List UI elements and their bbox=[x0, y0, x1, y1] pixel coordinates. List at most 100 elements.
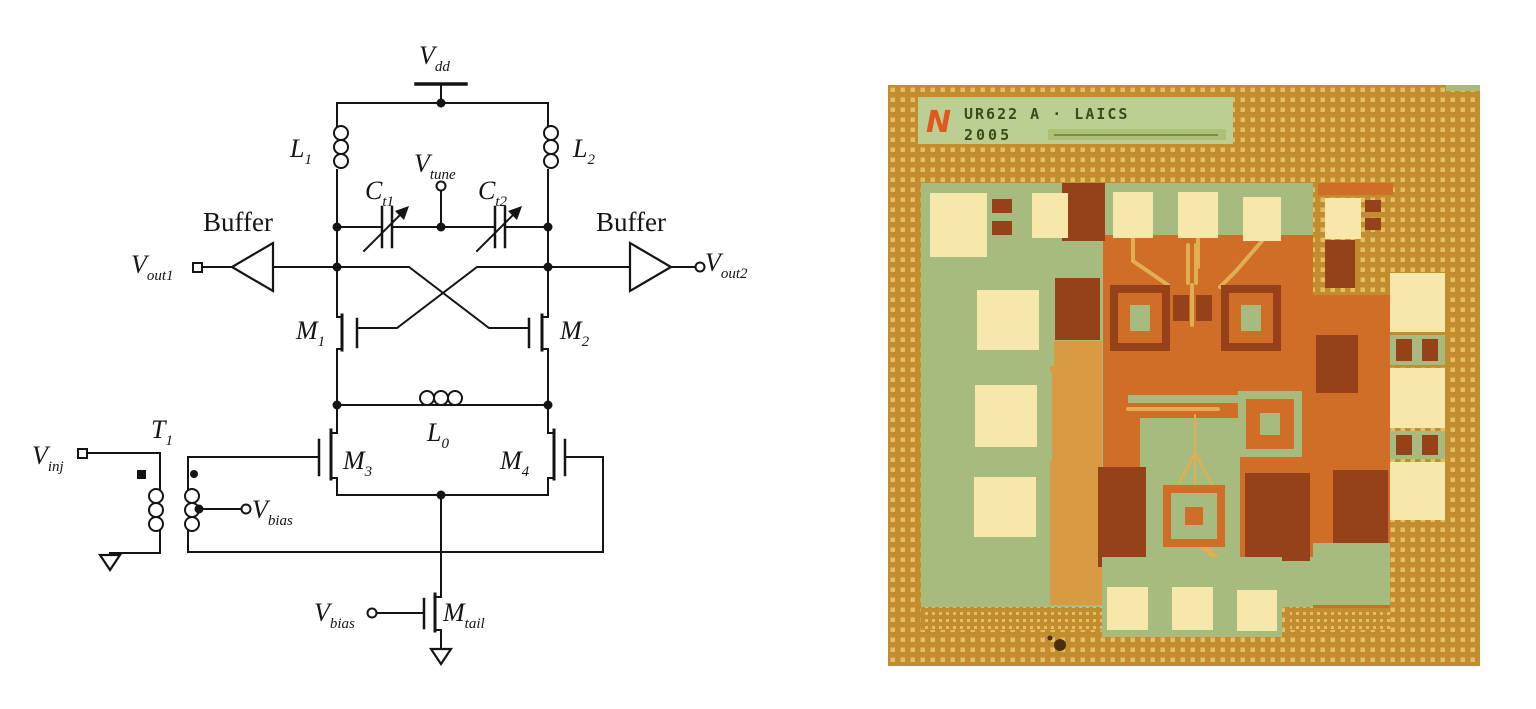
bond-pad bbox=[974, 477, 1036, 537]
die-header: N UR622 A · LAICS 2005 bbox=[918, 97, 1233, 144]
vbias-t1-terminal bbox=[240, 503, 252, 515]
ct2-label: Ct2 bbox=[478, 176, 508, 210]
contact-block bbox=[1365, 218, 1381, 230]
bond-pad bbox=[1243, 197, 1281, 241]
arrow-head bbox=[508, 206, 522, 220]
buffer-left-triangle bbox=[229, 241, 275, 293]
bond-pad bbox=[1390, 462, 1445, 520]
ct1-label: Ct1 bbox=[365, 176, 394, 210]
bond-pad bbox=[975, 385, 1037, 447]
metal-block bbox=[1173, 295, 1189, 321]
bond-pad bbox=[1178, 192, 1218, 238]
metal-block bbox=[1050, 341, 1102, 605]
circuit-wires bbox=[86, 83, 697, 648]
contact-block bbox=[1365, 200, 1381, 212]
spiral-inductor-3 bbox=[1238, 391, 1302, 457]
metal-block bbox=[1098, 467, 1146, 567]
die-logo-n: N bbox=[926, 105, 951, 140]
m1-label: M1 bbox=[295, 316, 325, 350]
mosfet-gate-bars bbox=[317, 317, 567, 630]
vbias-tail-terminal bbox=[366, 607, 378, 619]
terminals bbox=[77, 180, 706, 619]
vtune-terminal bbox=[435, 180, 447, 192]
right-metal-zone bbox=[1313, 183, 1393, 608]
vinj-label: Vinj bbox=[32, 441, 64, 475]
metal-block bbox=[1316, 335, 1358, 393]
contact-block bbox=[992, 199, 1012, 213]
ground-symbol-t1 bbox=[97, 553, 123, 572]
l0-label: L0 bbox=[426, 418, 449, 452]
bond-pad bbox=[1325, 198, 1361, 239]
l2-label: L2 bbox=[572, 134, 595, 168]
metal-block bbox=[1318, 183, 1393, 195]
vdd-label: Vdd bbox=[419, 41, 450, 75]
buffer-right-label: Buffer bbox=[596, 207, 666, 237]
junction-dots bbox=[194, 98, 553, 514]
bond-pad bbox=[1390, 368, 1445, 428]
spiral-inductor-1 bbox=[1110, 285, 1170, 351]
die-title-text: UR622 A · LAICS bbox=[964, 105, 1129, 123]
bond-pad bbox=[1113, 192, 1153, 238]
edge-sliver bbox=[1446, 85, 1480, 91]
inductor-l0 bbox=[419, 390, 463, 406]
t1-label: T1 bbox=[151, 415, 173, 449]
vout2-terminal bbox=[694, 261, 706, 273]
buffer-left-label: Buffer bbox=[203, 207, 273, 237]
vout1-terminal bbox=[192, 262, 203, 273]
contact-block bbox=[1396, 435, 1412, 455]
transformer-t1 bbox=[137, 470, 200, 532]
metal-block bbox=[1196, 295, 1212, 321]
m3-label: M3 bbox=[342, 446, 372, 480]
bond-pads-right bbox=[1390, 273, 1445, 520]
bond-pad bbox=[930, 193, 987, 257]
chip-die-photo: N UR622 A · LAICS 2005 bbox=[888, 85, 1480, 666]
varactor-ct1 bbox=[362, 205, 409, 253]
bond-pad bbox=[1107, 587, 1148, 630]
metal-block bbox=[1062, 183, 1105, 241]
contact-block bbox=[1396, 339, 1412, 361]
contact-block bbox=[1422, 339, 1438, 361]
mtail-label: Mtail bbox=[442, 598, 485, 632]
contact-block bbox=[992, 221, 1012, 235]
m4-label: M4 bbox=[499, 446, 530, 480]
mosfet-channel-bars bbox=[329, 313, 556, 633]
m2-label: M2 bbox=[559, 316, 590, 350]
bond-pad bbox=[1237, 590, 1277, 631]
bond-pads-bottom bbox=[1102, 557, 1282, 637]
vbias-transformer-label: Vbias bbox=[252, 495, 293, 529]
ink-smudge bbox=[1047, 635, 1066, 651]
vout2-label: Vout2 bbox=[705, 248, 748, 282]
metal-block bbox=[1333, 470, 1388, 545]
vtune-label: Vtune bbox=[414, 149, 456, 183]
inductor-l1 bbox=[333, 125, 349, 169]
metal-block bbox=[1245, 473, 1310, 561]
vout1-label: Vout1 bbox=[131, 250, 174, 284]
metal-block bbox=[1313, 543, 1390, 605]
t1-primary-coil bbox=[148, 488, 164, 532]
bond-pad bbox=[1172, 587, 1213, 630]
metal-block bbox=[1325, 240, 1355, 288]
bond-pad bbox=[1390, 273, 1445, 332]
bond-pad bbox=[1032, 193, 1068, 238]
metal-block bbox=[1055, 278, 1100, 340]
bond-pads-top bbox=[930, 192, 1381, 257]
inductor-l2 bbox=[543, 125, 559, 169]
vinj-terminal bbox=[77, 448, 88, 459]
bond-pad bbox=[977, 290, 1039, 350]
die-year-text: 2005 bbox=[964, 126, 1012, 144]
t1-secondary-polarity-mark bbox=[190, 470, 198, 478]
t1-primary-polarity-mark bbox=[137, 470, 146, 479]
vco-schematic: Vdd L1 L2 Vtune Ct1 Ct2 Buffer Buffer Vo… bbox=[32, 41, 748, 666]
arrow-head bbox=[395, 206, 409, 220]
l1-label: L1 bbox=[289, 134, 312, 168]
contact-block bbox=[1422, 435, 1438, 455]
buffer-right-triangle bbox=[628, 241, 674, 293]
metal-strip bbox=[1128, 395, 1243, 403]
t1-secondary-coil bbox=[184, 488, 200, 532]
varactor-ct2 bbox=[475, 205, 522, 253]
spiral-inductor-4 bbox=[1163, 485, 1225, 547]
vbias-tail-label: Vbias bbox=[314, 598, 355, 632]
spiral-inductor-2 bbox=[1221, 285, 1281, 351]
ground-symbol-mtail bbox=[428, 647, 454, 666]
